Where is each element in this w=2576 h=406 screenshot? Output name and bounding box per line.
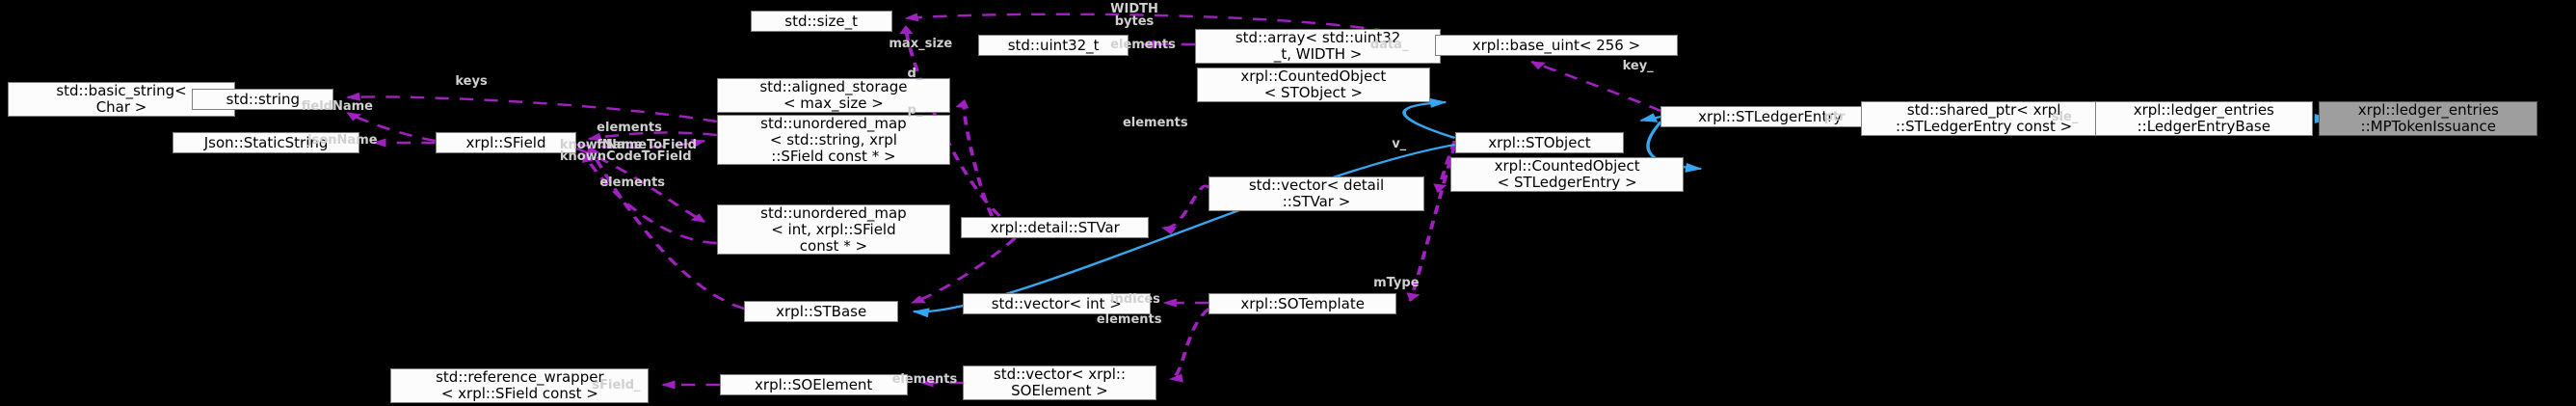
node-shared_ptr_sle[interactable]: std::shared_ptr< xrpl ::STLedgerEntry co…	[1860, 101, 2108, 136]
node-umap_int_sfield[interactable]: std::unordered_map < int, xrpl::SField c…	[716, 204, 951, 255]
edge-label-keys: keys	[455, 74, 488, 89]
node-refwrapper[interactable]: std::reference_wrapper < xrpl::SField co…	[390, 368, 650, 403]
node-vector_int[interactable]: std::vector< int >	[962, 293, 1151, 314]
node-ledgerentrybase[interactable]: xrpl::ledger_entries ::LedgerEntryBase	[2094, 101, 2314, 136]
node-mptokenissuance[interactable]: xrpl::ledger_entries ::MPTokenIssuance	[2319, 101, 2538, 136]
edge-label-fName: fName_	[597, 138, 650, 152]
edge-label-ptr: ptr	[1823, 110, 1846, 124]
edge-label-elements-soelem: elements	[891, 372, 958, 387]
node-stobject[interactable]: xrpl::STObject	[1454, 132, 1625, 153]
edge-label-elements-stvar: elements	[1122, 116, 1188, 130]
node-basic_string[interactable]: std::basic_string< Char >	[7, 82, 236, 117]
edge-label-knownCodeToField: knownCodeToField	[559, 149, 692, 164]
node-string[interactable]: std::string	[192, 89, 334, 110]
edge-label-max_size: max_size	[889, 37, 953, 51]
edge-label-elements-top: elements	[597, 121, 662, 135]
edge-label-p_: p_	[907, 103, 923, 118]
node-static_string[interactable]: Json::StaticString	[172, 132, 360, 153]
edge-label-indices: indices	[1110, 292, 1160, 307]
node-sotemplate[interactable]: xrpl::SOTemplate	[1208, 293, 1396, 314]
edge-label-d_: d_	[907, 67, 923, 81]
node-stledgerentry[interactable]: xrpl::STLedgerEntry	[1660, 106, 1880, 127]
edge-label-data_: data_	[1369, 38, 1409, 52]
edge-label-WIDTH: WIDTH bytes	[1110, 2, 1158, 29]
node-uint32_t[interactable]: std::uint32_t	[977, 35, 1129, 56]
node-aligned_storage[interactable]: std::aligned_storage < max_size >	[716, 78, 951, 113]
edge-label-key_: key_	[1622, 59, 1654, 73]
node-stvar[interactable]: xrpl::detail::STVar	[961, 217, 1150, 238]
edge-label-elements-sfield2: elements	[599, 176, 666, 190]
node-counted_stobject[interactable]: xrpl::CountedObject < STObject >	[1196, 68, 1431, 102]
edge-label-elements-sotemplate: elements	[1096, 312, 1162, 327]
edge-label-sle_: sle_	[2051, 110, 2079, 124]
node-counted_stledger[interactable]: xrpl::CountedObject < STLedgerEntry >	[1449, 157, 1685, 192]
node-stbase[interactable]: xrpl::STBase	[744, 301, 898, 322]
edge-label-v_: v_	[1392, 137, 1407, 151]
edge-label-mType: mType	[1373, 276, 1420, 290]
node-soelement[interactable]: xrpl::SOElement	[719, 374, 908, 395]
node-base_uint256[interactable]: xrpl::base_uint< 256 >	[1434, 35, 1679, 56]
edge-label-fieldName: fieldName	[301, 99, 373, 114]
edge-label-knownNameToField: knownNameToField	[559, 138, 697, 152]
edge-label-sField: sField_	[592, 378, 641, 392]
node-vector_soelement[interactable]: std::vector< xrpl:: SOElement >	[962, 365, 1157, 400]
node-array_uint32[interactable]: std::array< std::uint32 _t, WIDTH >	[1194, 29, 1442, 64]
node-umap_string_sfield[interactable]: std::unordered_map < std::string, xrpl :…	[716, 115, 951, 165]
edge-label-elements-array: elements	[1110, 38, 1176, 52]
edge-label-jsonName: jsonName	[307, 133, 378, 148]
node-size_t[interactable]: std::size_t	[750, 11, 892, 32]
node-sfield[interactable]: xrpl::SField	[435, 132, 577, 153]
node-vector_stvar[interactable]: std::vector< detail ::STVar >	[1208, 176, 1424, 211]
